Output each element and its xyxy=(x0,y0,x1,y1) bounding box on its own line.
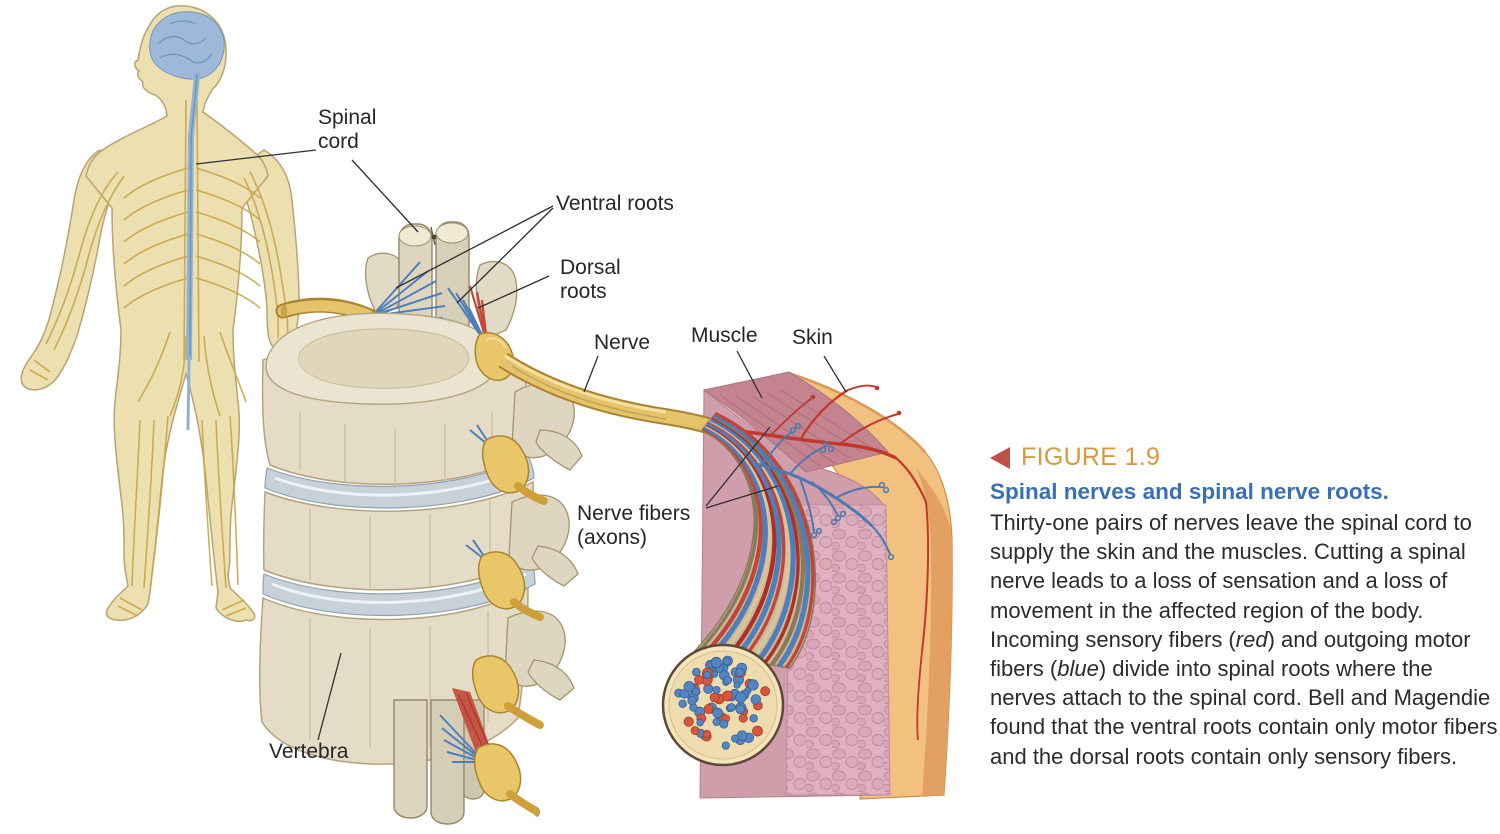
label-dorsal-roots: Dorsal roots xyxy=(560,256,621,303)
leader-ventral-roots-2 xyxy=(456,207,554,304)
caption-text-segment: blue xyxy=(1057,656,1099,682)
leader-dorsal-roots xyxy=(477,275,550,309)
spinal-nerve xyxy=(498,352,728,440)
leader-nerve-fibers-2 xyxy=(705,485,779,509)
motor-branch-blue xyxy=(755,422,895,561)
body-left-arm xyxy=(20,149,115,391)
dorsal-root-ganglion-2 xyxy=(469,424,548,505)
dorsal-root-fibers-bottom xyxy=(452,688,492,758)
dorsal-root-ganglion-4 xyxy=(471,655,544,729)
caption-text-segment: red xyxy=(1235,626,1268,652)
leader-muscle xyxy=(736,350,763,399)
label-nerve-fibers: Nerve fibers (axons) xyxy=(577,502,691,549)
brain xyxy=(149,11,225,80)
caption-text-segment: ) and outgoing motor fibers ( xyxy=(990,626,1471,682)
axon-dots xyxy=(674,655,771,750)
leader-nerve-fibers-1 xyxy=(705,426,771,507)
label-skin: Skin xyxy=(792,326,833,349)
label-spinal-cord: Spinal cord xyxy=(318,106,377,153)
vertebra-1-top-inner xyxy=(298,328,469,389)
leader-lines xyxy=(195,149,847,741)
muscle-top-face xyxy=(702,371,889,473)
spinal-nerve-left-cut xyxy=(275,297,378,324)
leader-spinal-cord-body xyxy=(195,149,317,165)
bone-processes-right xyxy=(504,381,583,701)
human-body-figure xyxy=(20,5,300,622)
nerve-cross-section xyxy=(661,643,785,767)
dorsal-root-ganglion-5 xyxy=(473,743,540,817)
vertebral-column xyxy=(259,221,583,825)
leader-ventral-roots-1 xyxy=(395,205,554,289)
figure-caption: FIGURE 1.9 Spinal nerves and spinal nerv… xyxy=(990,443,1500,771)
motor-endplates xyxy=(757,422,895,561)
leader-skin xyxy=(823,355,847,393)
nerve-fiber-bundle xyxy=(692,412,817,669)
leader-nerve xyxy=(583,355,599,393)
label-vertebra: Vertebra xyxy=(269,740,349,763)
sensory-branch-red xyxy=(721,384,930,741)
figure-pointer-icon xyxy=(990,446,1010,469)
peripheral-nerves xyxy=(29,99,289,617)
caption-text-segment: ) divide into spinal roots where the ner… xyxy=(990,656,1498,769)
label-muscle: Muscle xyxy=(691,324,758,347)
brain-folds xyxy=(157,20,213,64)
leader-spinal-cord-column xyxy=(351,159,419,233)
body-silhouette xyxy=(85,5,269,622)
caption-header: FIGURE 1.9 xyxy=(990,443,1500,472)
caption-body: Thirty-one pairs of nerves leave the spi… xyxy=(990,508,1500,771)
dorsal-root-ganglion-3 xyxy=(465,539,544,621)
spinal-cord-in-body xyxy=(186,71,200,431)
label-nerve: Nerve xyxy=(594,331,651,354)
label-ventral-roots: Ventral roots xyxy=(556,192,674,215)
vertebra-3-streaks xyxy=(309,610,489,748)
figure-number: FIGURE 1.9 xyxy=(1021,443,1161,471)
caption-text-segment: Thirty-one pairs of nerves leave the spi… xyxy=(990,510,1472,652)
leader-vertebra xyxy=(317,652,342,741)
caption-title: Spinal nerves and spinal nerve roots. xyxy=(990,479,1389,504)
